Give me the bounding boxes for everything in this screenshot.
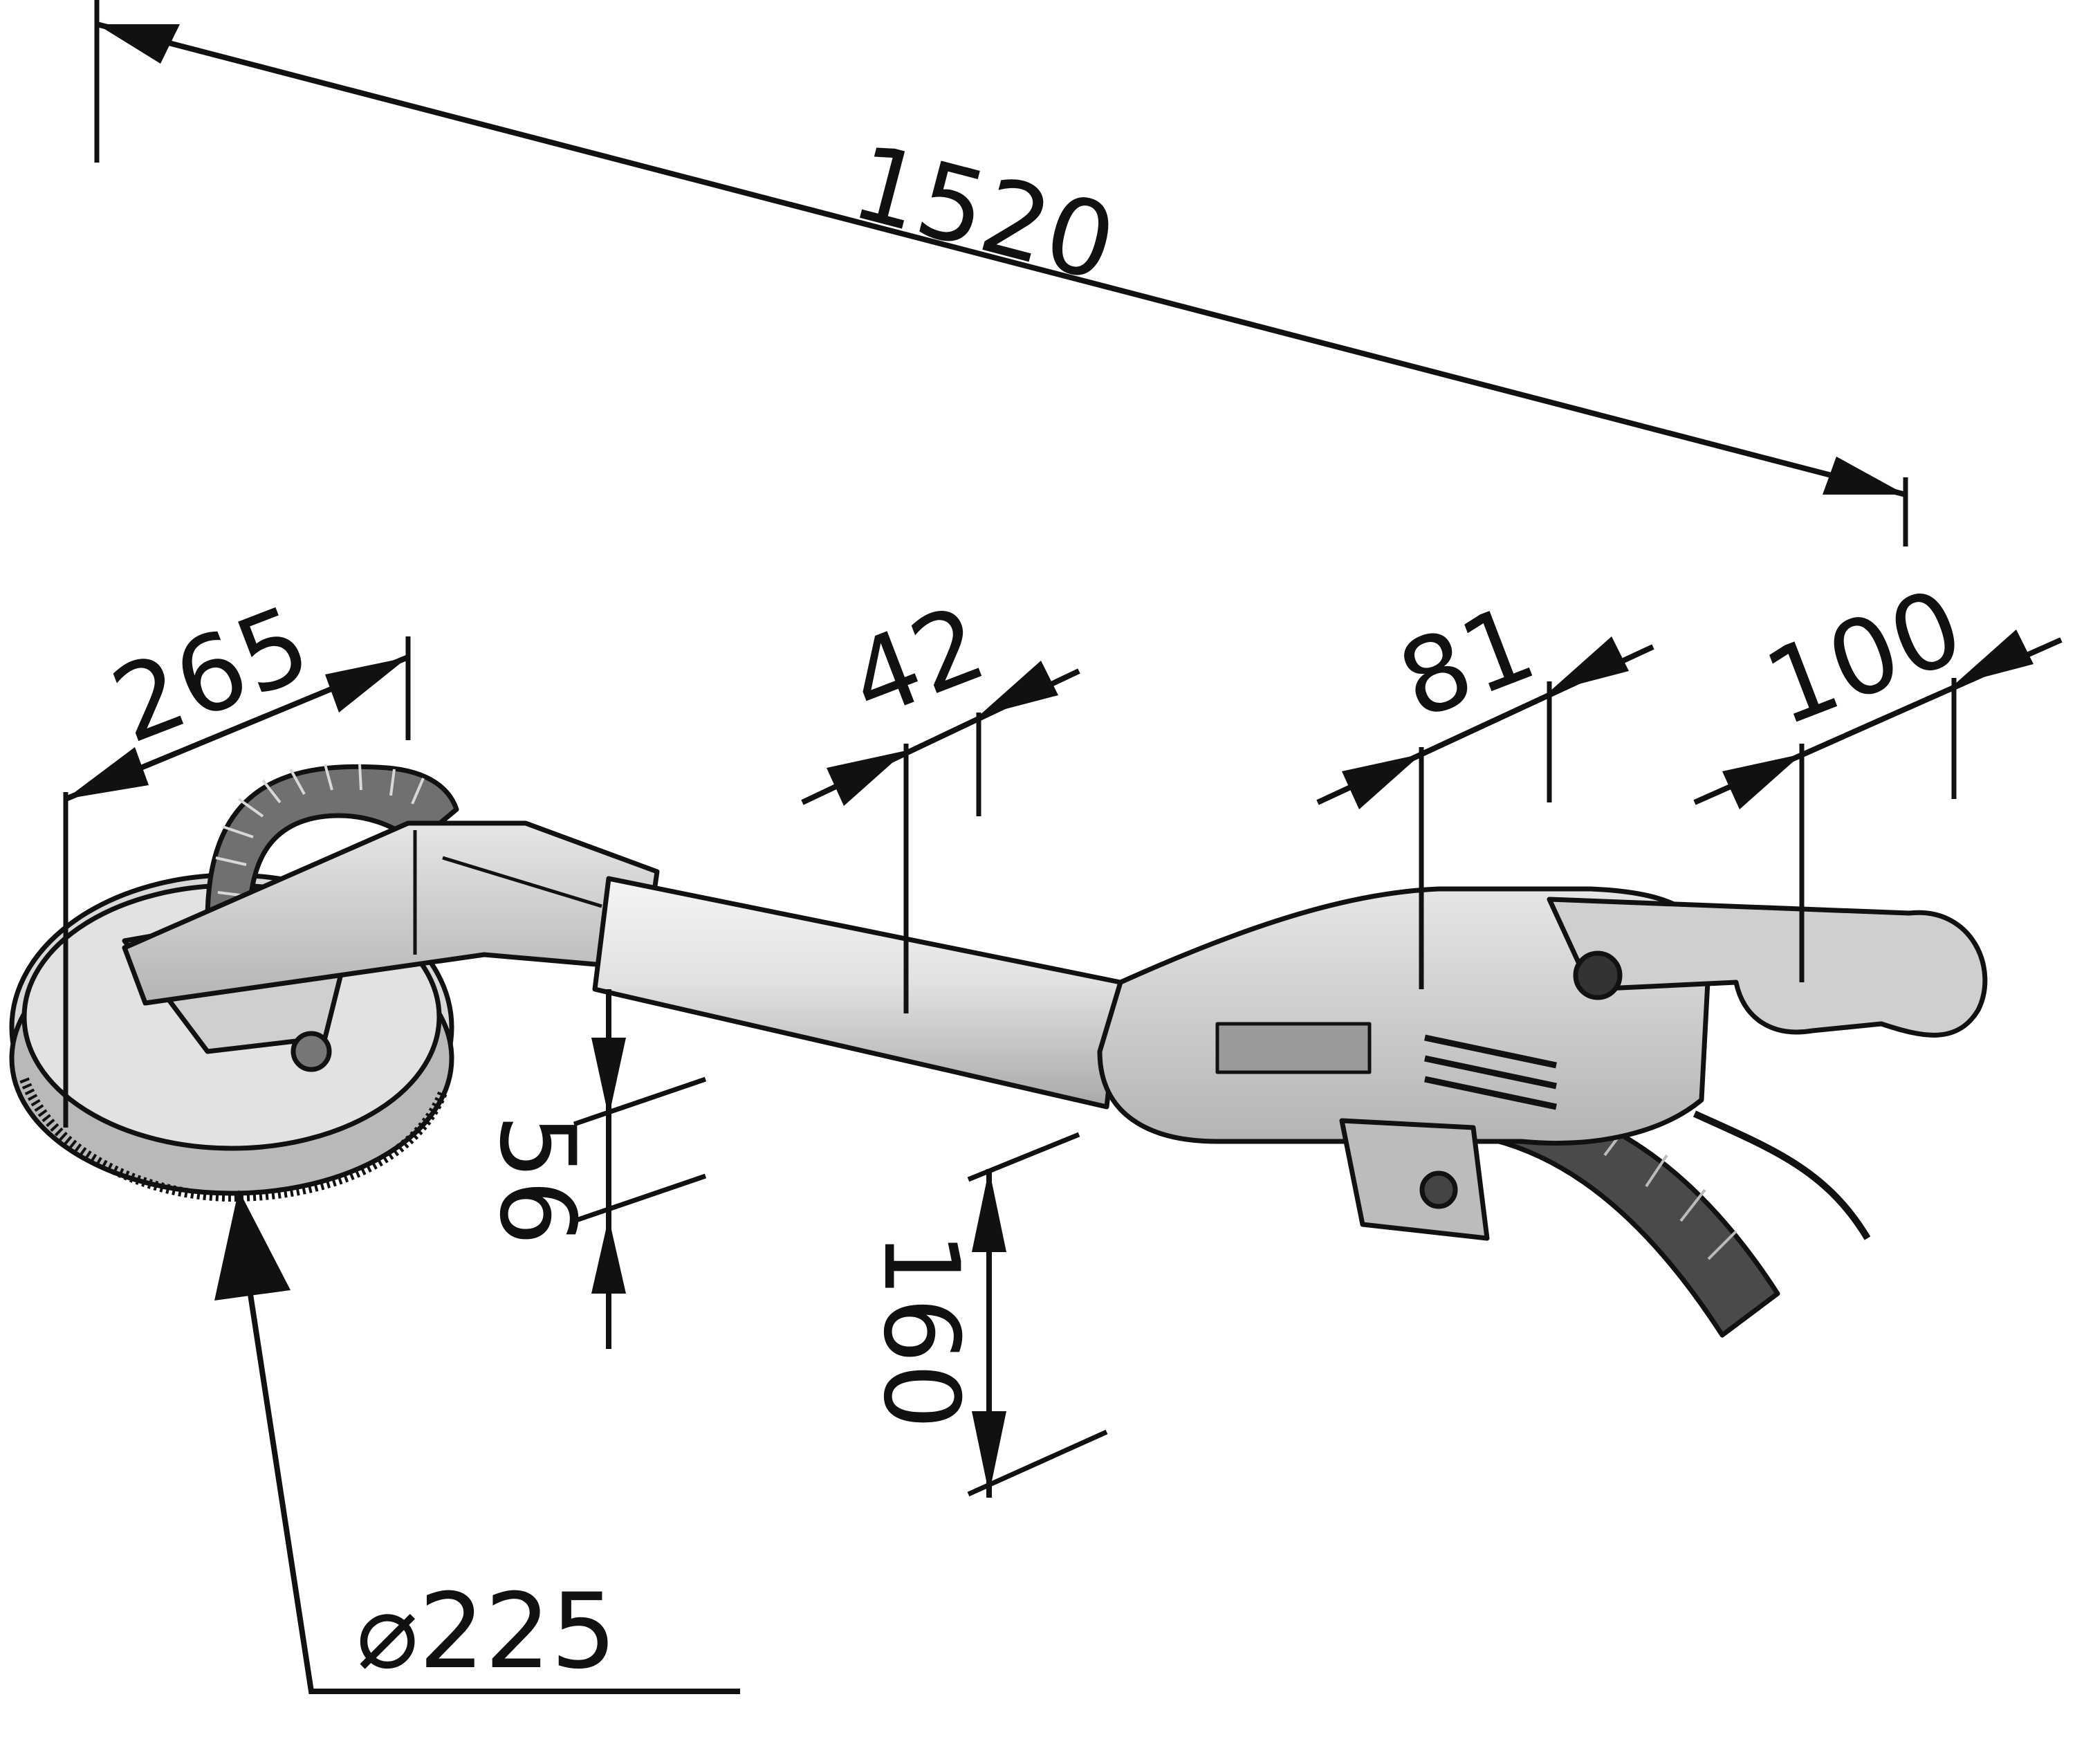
dim-label-pad-diameter: ⌀225 [356,1572,617,1692]
arrowhead [591,1038,626,1117]
arrowhead [827,751,906,806]
arrowhead [97,24,180,64]
dimension-motor-height: 160 [860,1132,1108,1498]
dim-label-motor-width: 81 [1384,583,1551,743]
arrowhead [1549,636,1629,692]
switch-knob [1573,950,1623,1000]
dimension-head-height: 56 [477,989,707,1349]
dimension-overall-length: 1520 [94,0,1908,546]
extraction-hose-head [205,764,459,930]
arrowhead [591,1218,626,1294]
motor-label [1215,1022,1372,1074]
arrowhead [66,747,149,799]
arrowhead [1342,754,1421,809]
brush-ring [19,1077,448,1202]
telescopic-tube [592,876,1123,1110]
vent-slots [1424,1034,1557,1110]
dim-label-handle-width: 100 [1751,567,1979,750]
arrowhead [214,1190,290,1301]
rear-handle [1547,897,1988,1038]
drywall-sander-illustration [9,764,1988,1338]
dim-label-motor-height: 160 [860,1231,981,1429]
dim-label-head-height: 56 [477,1114,597,1246]
dim-label-overall-length: 1520 [841,122,1127,305]
dust-port [1339,1118,1490,1241]
arrowhead [979,661,1058,716]
dimension-pad-diameter: ⌀225 [214,1190,740,1694]
power-cable [1693,1110,1871,1240]
arrowhead [1722,754,1802,809]
dim-label-head-depth: 265 [98,584,326,767]
arrowhead [972,1169,1006,1252]
arrowhead [972,1411,1006,1494]
arrowhead [325,657,408,713]
arrowhead [1823,457,1906,495]
arrowhead [1954,630,2034,685]
